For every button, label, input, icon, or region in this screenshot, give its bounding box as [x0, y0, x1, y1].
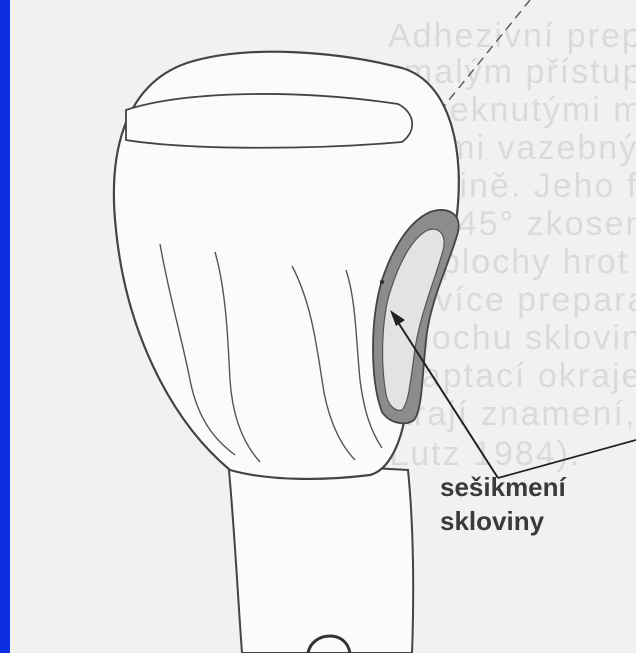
tooth-diagram [10, 0, 636, 653]
bevel-label: sešikmení skloviny [440, 470, 566, 538]
tooth-root [228, 460, 413, 653]
incisal-edge-line [126, 94, 412, 148]
scanned-page: Adhezivní preparace je malým přístupem p… [10, 0, 636, 653]
bevel-label-line2: skloviny [440, 504, 566, 538]
bevel-dot [380, 280, 384, 284]
bevel-label-line1: sešikmení [440, 470, 566, 504]
